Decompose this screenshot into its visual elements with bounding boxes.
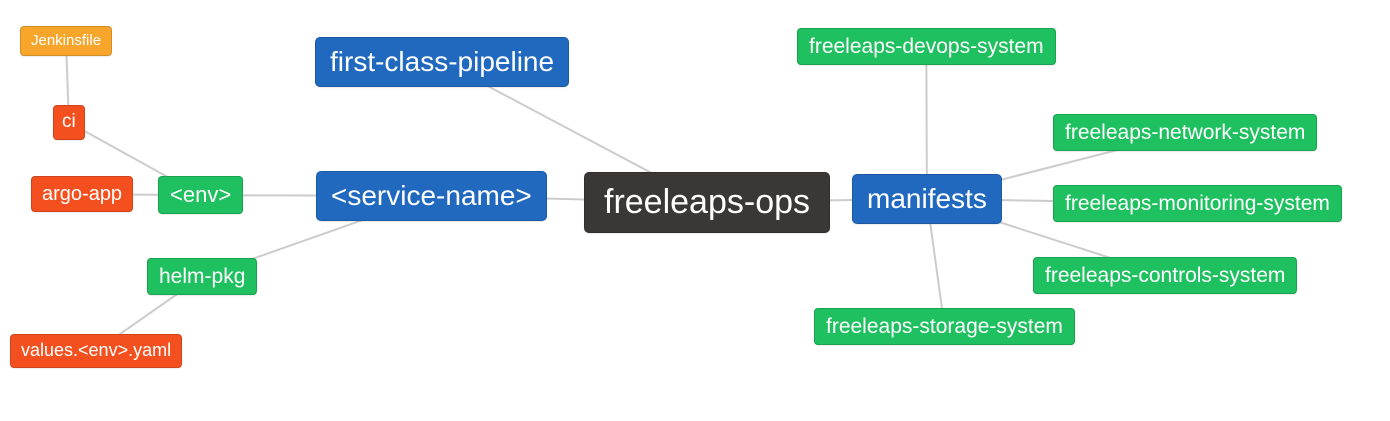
node-freeleaps-controls-system[interactable]: freeleaps-controls-system	[1033, 257, 1298, 295]
node-service-name[interactable]: <service-name>	[316, 171, 547, 221]
node-freeleaps-storage-system[interactable]: freeleaps-storage-system	[814, 308, 1075, 346]
edge-manifests--freeleaps-devops-system	[925, 46, 928, 199]
node-manifests[interactable]: manifests	[852, 174, 1002, 224]
node-jenkinsfile[interactable]: Jenkinsfile	[20, 26, 113, 56]
node-values-env-yaml[interactable]: values.<env>.yaml	[10, 334, 183, 368]
node-env[interactable]: <env>	[158, 176, 244, 215]
node-helm-pkg[interactable]: helm-pkg	[147, 258, 258, 296]
node-first-class-pipeline[interactable]: first-class-pipeline	[315, 37, 570, 87]
node-ci[interactable]: ci	[53, 105, 85, 140]
node-argo-app[interactable]: argo-app	[31, 176, 134, 212]
node-freeleaps-monitoring-system[interactable]: freeleaps-monitoring-system	[1053, 185, 1342, 223]
node-freeleaps-network-system[interactable]: freeleaps-network-system	[1053, 114, 1318, 152]
node-freeleaps-ops[interactable]: freeleaps-ops	[584, 172, 831, 233]
node-freeleaps-devops-system[interactable]: freeleaps-devops-system	[797, 28, 1056, 66]
